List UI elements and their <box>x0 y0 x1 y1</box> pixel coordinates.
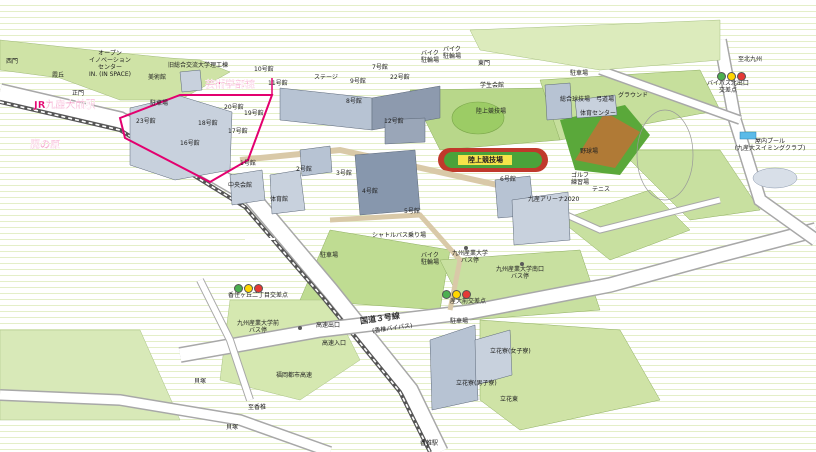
label-west-gate: 西門 <box>6 58 19 65</box>
label-fine-arts-area[interactable]: 芸術学部棟 <box>205 80 255 91</box>
label-parking-d: 駐車場 <box>570 70 589 77</box>
label-pool: 屋内プール (九産大スイミングクラブ) <box>734 138 806 152</box>
label-bike-a: バイク 駐輪場 <box>420 50 440 64</box>
label-alumni-bldg: 旧総合交流大学理工棟 <box>168 62 229 69</box>
label-jr-station[interactable]: JR九産大前駅 <box>34 100 96 111</box>
label-route-bottom: 至香椎 <box>248 404 267 411</box>
label-kyudo: 弓道場 <box>596 96 615 103</box>
label-stadium-small: 陸上競技場 <box>476 108 507 115</box>
label-bldg-19: 19号館 <box>244 110 264 117</box>
label-parking-b: 駐車場 <box>320 252 339 259</box>
label-baseball: 野球場 <box>580 148 599 155</box>
label-main-gate: 正門 <box>72 90 85 97</box>
label-sports: 体育センター <box>580 110 617 117</box>
label-urban-highway: 福岡都市高速 <box>276 372 313 379</box>
label-bldg-18: 18号館 <box>198 120 218 127</box>
label-bldg-23: 23号館 <box>136 118 156 125</box>
label-bldg-12: 12号館 <box>384 118 404 125</box>
label-bypass-north: バイパス北出口 交差点 <box>707 80 749 94</box>
label-bldg-8: 8号館 <box>346 98 362 105</box>
label-fields: グラウンド <box>618 92 649 99</box>
label-bldg-6: 6号館 <box>500 176 516 183</box>
label-gate-right: 東門 <box>478 60 491 67</box>
bus-stop-icon <box>298 326 302 330</box>
baseball-field <box>560 105 694 201</box>
label-bldg-16: 16号館 <box>180 140 200 147</box>
label-gym: 体育館 <box>270 196 289 203</box>
label-bike-b: バイク 駐輪場 <box>442 46 462 60</box>
label-bldg-17: 17号館 <box>228 128 248 135</box>
label-bus-stop-main: 九州産業大学前 バス停 <box>236 320 280 334</box>
label-ipsc: オープン イノベーション センター IN. (IN SPACE) <box>89 50 131 78</box>
label-kashii-station: 香椎駅 <box>420 440 439 447</box>
label-kaizuka: 貝塚 <box>194 378 207 385</box>
label-bus-stop-south: 九州産業大学南口 バス停 <box>495 266 545 280</box>
label-tennis: テニス <box>592 186 611 193</box>
bus-stop-icon <box>464 246 468 250</box>
traffic-signal-icon <box>717 72 746 81</box>
label-bldg-3: 3号館 <box>336 170 352 177</box>
label-kashii-intersection: 香住ヶ丘二丁目交差点 <box>228 292 289 299</box>
label-track: 陸上競技場 <box>468 156 503 164</box>
traffic-signal-icon <box>442 290 471 299</box>
label-student-hall: 学生会館 <box>480 82 505 89</box>
label-higashi-hara[interactable]: 鹿の原 <box>30 140 60 151</box>
label-arena: 九産アリーナ2020 <box>528 196 580 203</box>
traffic-signal-icon <box>234 284 263 293</box>
label-route-top: 至北九州 <box>738 56 763 63</box>
label-tachibana-east: 立花東 <box>500 396 519 403</box>
bus-stop-icon <box>520 262 524 266</box>
label-bldg-11: 11号館 <box>268 80 288 87</box>
label-bike-c: バイク 駐輪場 <box>420 252 440 266</box>
label-kaizuka2: 貝塚 <box>226 424 239 431</box>
label-golf: ゴルフ 練習場 <box>570 172 590 186</box>
label-bldg-2: 2号館 <box>296 166 312 173</box>
label-bldg-20: 20号館 <box>224 104 244 111</box>
label-parking-c: 駐車場 <box>450 318 469 325</box>
label-ground: 総合球技場 <box>560 96 591 103</box>
label-bldg-5: 5号館 <box>404 208 420 215</box>
label-bus-stop-left: 九州産業大学 バス停 <box>451 250 489 264</box>
label-bldg-1: 1号館 <box>240 160 256 167</box>
label-daigaku-intersection: 産大前交差点 <box>450 298 487 305</box>
label-kasumigaoka: 霞丘 <box>52 72 65 79</box>
label-shuttle: シャトルバス乗り場 <box>372 232 427 239</box>
label-high-exit: 高速出口 <box>316 322 341 329</box>
label-bldg-4: 4号館 <box>362 188 378 195</box>
label-dormitory-f: 立花寮(女子寮) <box>490 348 531 355</box>
label-bldg-9: 9号館 <box>350 78 366 85</box>
label-dormitory-m: 立花寮(男子寮) <box>456 380 497 387</box>
label-high-entrance: 高速入口 <box>322 340 347 347</box>
label-bldg-10: 10号館 <box>254 66 274 73</box>
label-central-bldg: 中央会館 <box>228 182 253 189</box>
label-stage: ステージ <box>314 74 338 81</box>
label-bldg-7: 7号館 <box>372 64 388 71</box>
label-bldg-22: 22号館 <box>390 74 410 81</box>
label-fine-arts-bldg: 美術館 <box>148 74 167 81</box>
label-parking-a: 駐車場 <box>150 100 169 107</box>
track-field <box>438 148 548 172</box>
